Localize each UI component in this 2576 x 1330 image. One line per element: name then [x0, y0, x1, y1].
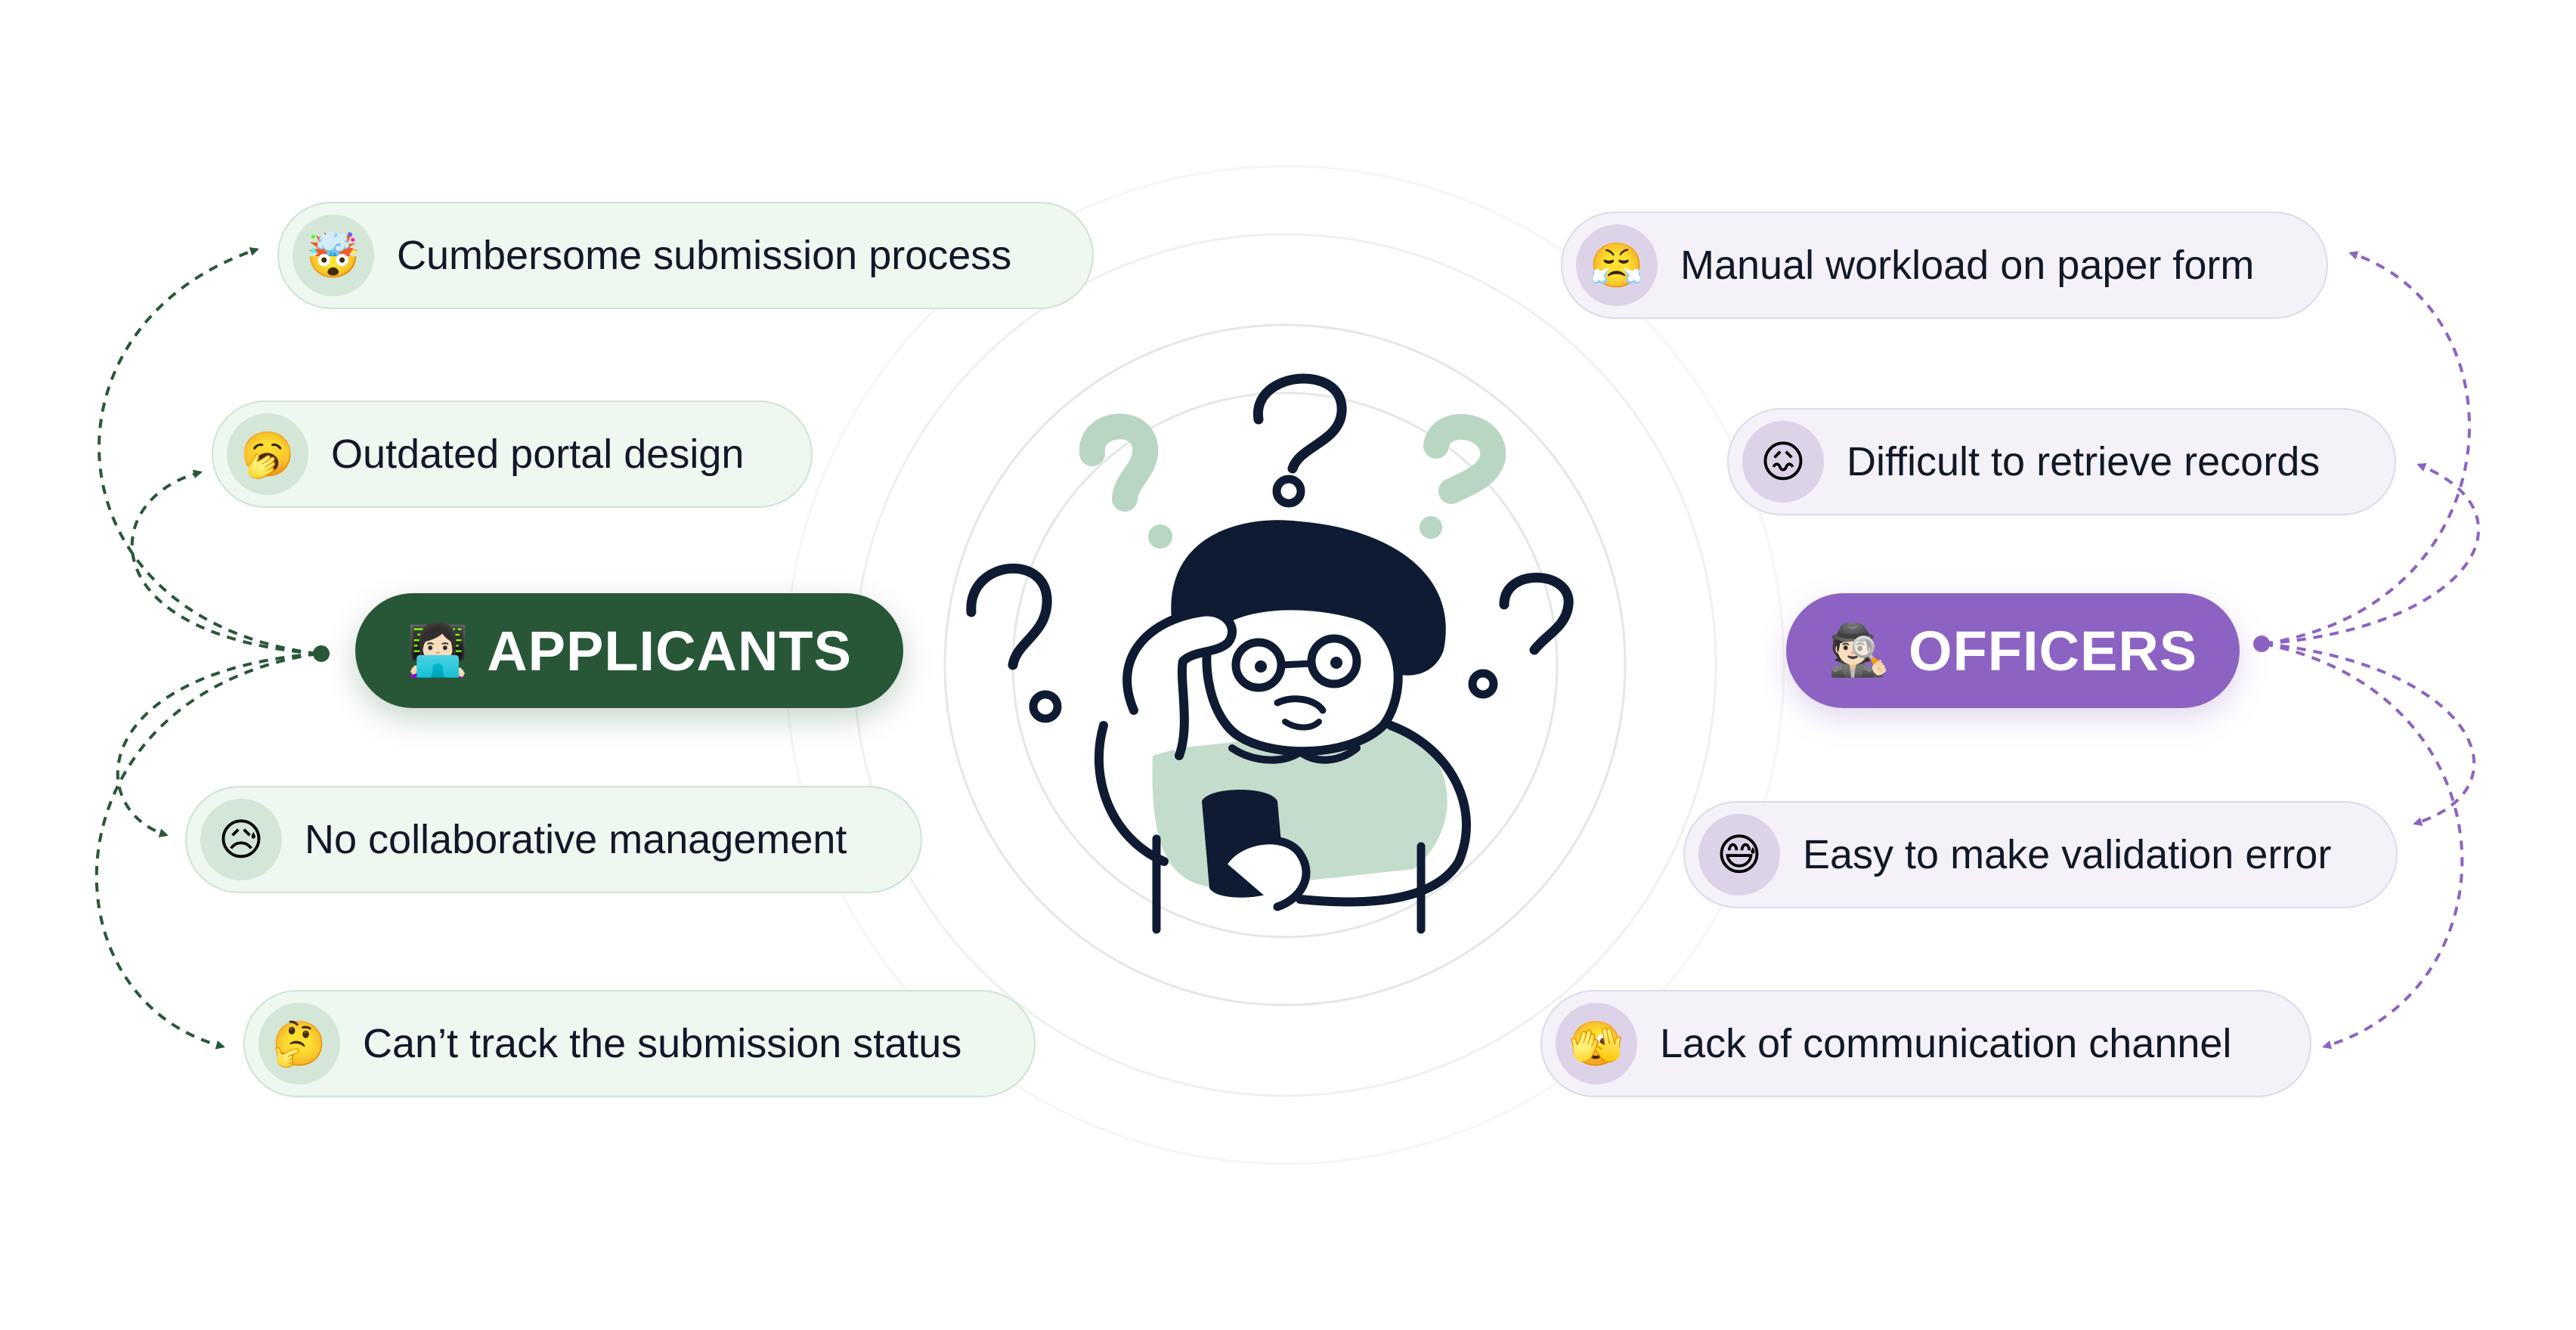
- pain-point-text: Easy to make validation error: [1803, 831, 2331, 878]
- connector-officers-3: [2264, 644, 2474, 824]
- confounded-face-icon: 😖: [1742, 421, 1824, 503]
- officers-pain-point-4: 🫣 Lack of communication channel: [1540, 990, 2311, 1097]
- sad-sweat-face-icon: 😥: [200, 799, 282, 880]
- steam-nose-face-icon: 😤: [1576, 224, 1658, 306]
- officers-connectors: [2264, 253, 2478, 1047]
- officers-connector-node: [2253, 636, 2270, 652]
- officers-pain-point-1: 😤 Manual workload on paper form: [1561, 212, 2328, 319]
- pain-point-text: Can’t track the submission status: [363, 1020, 961, 1067]
- pain-point-text: No collaborative management: [305, 816, 847, 863]
- applicants-connector-node: [313, 645, 330, 662]
- officers-badge: 🕵🏻 OFFICERS: [1786, 593, 2240, 708]
- applicants-pain-point-4: 🤔 Can’t track the submission status: [243, 990, 1036, 1097]
- applicants-label: APPLICANTS: [487, 619, 852, 683]
- peeking-face-icon: 🫣: [1556, 1003, 1637, 1084]
- pain-point-text: Outdated portal design: [331, 431, 744, 478]
- applicants-badge: 👩🏻‍💻 APPLICANTS: [355, 593, 903, 708]
- grinning-sweat-face-icon: 😅: [1698, 814, 1780, 895]
- applicants-pain-point-2: 🥱 Outdated portal design: [212, 401, 813, 508]
- applicants-pain-point-1: 🤯 Cumbersome submission process: [277, 202, 1094, 309]
- officers-label: OFFICERS: [1909, 619, 2197, 683]
- officers-pain-point-2: 😖 Difficult to retrieve records: [1727, 408, 2396, 515]
- detective-icon: 🕵🏻: [1828, 621, 1890, 680]
- confused-person-illustration: [971, 379, 1568, 929]
- person-at-laptop-icon: 👩🏻‍💻: [407, 621, 469, 680]
- officers-pain-point-3: 😅 Easy to make validation error: [1683, 801, 2398, 908]
- exploding-head-icon: 🤯: [293, 215, 374, 296]
- pain-point-text: Cumbersome submission process: [397, 232, 1011, 279]
- applicants-pain-point-3: 😥 No collaborative management: [185, 786, 922, 893]
- pain-point-text: Manual workload on paper form: [1680, 242, 2254, 289]
- applicants-connectors: [97, 249, 317, 1047]
- yawning-face-icon: 🥱: [227, 413, 308, 495]
- thinking-face-icon: 🤔: [259, 1003, 340, 1084]
- pain-point-text: Lack of communication channel: [1660, 1020, 2231, 1067]
- pain-point-text: Difficult to retrieve records: [1847, 438, 2320, 485]
